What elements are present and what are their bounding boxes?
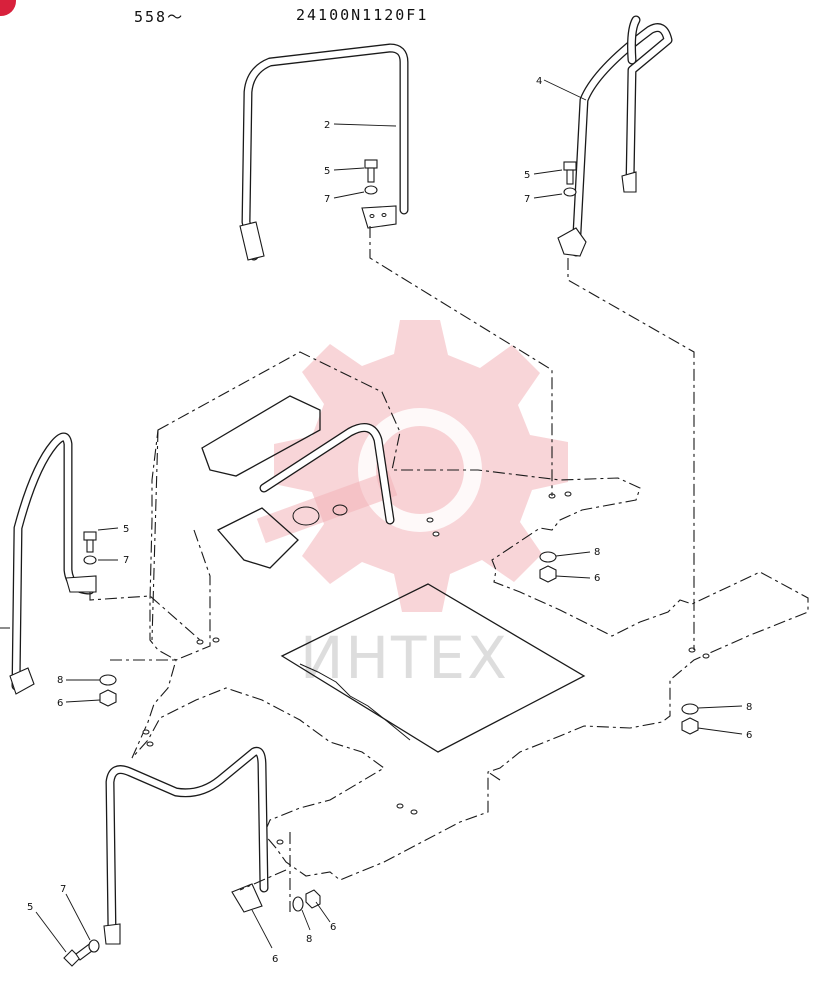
header-part-number: 24100N1120F1 <box>296 6 429 24</box>
callout-6: 6 <box>594 573 600 584</box>
floor-plate <box>131 351 809 881</box>
washer-icon <box>563 187 577 197</box>
watermark-text: ИНТЕХ <box>300 624 509 692</box>
washer-icon <box>364 185 378 195</box>
callout-2: 2 <box>324 120 330 131</box>
callout-leaders <box>35 79 743 953</box>
header-code: 558〜 <box>134 8 185 26</box>
callout-5: 5 <box>27 902 33 913</box>
callout-4: 4 <box>536 76 542 87</box>
callout-8: 8 <box>746 702 752 713</box>
washer-icon <box>539 551 557 563</box>
nut-icon <box>539 565 557 583</box>
bolt-icon <box>364 159 378 183</box>
nut-icon <box>305 889 321 909</box>
callout-8: 8 <box>57 675 63 686</box>
callout-5: 5 <box>524 170 530 181</box>
handrail-part-2 <box>239 43 409 261</box>
callout-6: 6 <box>57 698 63 709</box>
washer-icon <box>681 703 699 715</box>
callout-6: 6 <box>272 954 278 965</box>
callout-6: 6 <box>746 730 752 741</box>
hardware <box>63 159 699 967</box>
nut-icon <box>681 717 699 735</box>
handrail-bottom <box>103 746 269 945</box>
floor-rail <box>259 423 395 525</box>
callout-5: 5 <box>123 524 129 535</box>
handrail-left <box>9 432 97 695</box>
callout-7: 7 <box>123 555 129 566</box>
callout-5: 5 <box>324 166 330 177</box>
callout-7: 7 <box>524 194 530 205</box>
callout-8: 8 <box>306 934 312 945</box>
nut-icon <box>99 689 117 707</box>
washer-icon <box>292 896 304 912</box>
callouts: 2 4 5 7 5 7 5 7 8 6 8 6 8 6 8 6 5 7 6 <box>27 76 752 965</box>
watermark: ИНТЕХ <box>256 320 568 692</box>
callout-8: 8 <box>594 547 600 558</box>
handrail-part-4 <box>557 15 673 257</box>
washer-icon <box>99 674 117 686</box>
bolt-icon <box>563 161 577 185</box>
bolt-icon <box>83 531 97 553</box>
washer-icon <box>88 939 100 953</box>
callout-6: 6 <box>330 922 336 933</box>
assembly-leaders <box>89 226 695 912</box>
callout-7: 7 <box>60 884 66 895</box>
callout-7: 7 <box>324 194 330 205</box>
washer-icon <box>83 555 97 565</box>
